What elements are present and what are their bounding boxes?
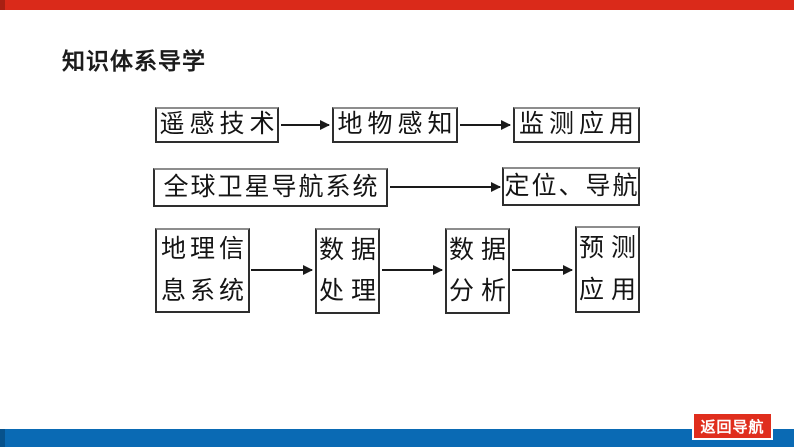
box-data-analysis-label-line1: 数据: [449, 236, 514, 264]
flow-arrow-icon: [382, 265, 443, 275]
box-prediction-application-label-line1: 预测: [579, 235, 644, 262]
box-monitoring-application-label: 监测应用: [519, 111, 640, 139]
box-monitoring-application: 监测应用: [513, 107, 640, 143]
box-ground-object-perception-label: 地物感知: [337, 111, 458, 139]
bottom-blue-bar-left-cap: [0, 429, 5, 447]
back-to-nav-button[interactable]: 返回导航: [692, 412, 773, 440]
box-positioning-navigation: 定位、导航: [502, 167, 640, 206]
box-data-processing-label-line1: 数据: [319, 236, 384, 264]
bottom-blue-bar: [0, 429, 794, 447]
box-gis: 地理信 息系统: [155, 228, 250, 313]
box-data-processing: 数据 处理: [315, 228, 380, 314]
flow-arrow-icon: [512, 265, 573, 275]
box-remote-sensing-label: 遥感技术: [159, 111, 280, 139]
flow-arrow-icon: [460, 120, 511, 130]
flow-arrow-icon: [390, 182, 501, 192]
box-data-analysis-label-line2: 分析: [449, 278, 514, 305]
box-remote-sensing: 遥感技术: [155, 107, 279, 143]
box-gnss-label: 全球卫星导航系统: [163, 173, 380, 201]
page-title: 知识体系导学: [62, 48, 206, 74]
box-gnss: 全球卫星导航系统: [153, 168, 388, 207]
box-gis-label-line2: 息系统: [161, 277, 249, 305]
top-red-bar: [0, 0, 794, 10]
top-red-bar-left-cap: [0, 0, 5, 10]
box-prediction-application: 预测 应用: [575, 226, 640, 313]
box-positioning-navigation-label: 定位、导航: [504, 172, 640, 200]
box-prediction-application-label-line2: 应用: [579, 276, 644, 304]
box-gis-label-line1: 地理信: [161, 236, 249, 263]
box-data-analysis: 数据 分析: [445, 228, 510, 314]
box-ground-object-perception: 地物感知: [332, 107, 458, 143]
box-data-processing-label-line2: 处理: [319, 278, 384, 305]
flow-arrow-icon: [281, 120, 330, 130]
flow-arrow-icon: [251, 265, 313, 275]
